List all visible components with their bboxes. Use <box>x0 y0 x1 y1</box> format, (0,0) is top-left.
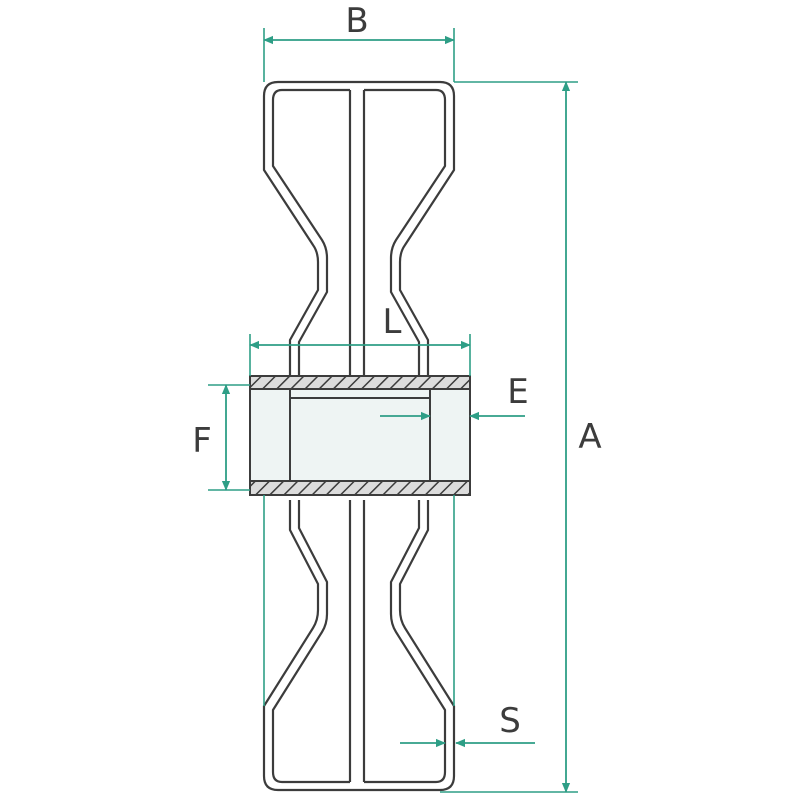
dimension-lines <box>221 35 571 793</box>
wheel-upper-right-outer <box>357 80 456 376</box>
label-s: S <box>499 701 521 741</box>
wheel-upper-right-inner <box>364 88 447 376</box>
label-a: A <box>578 417 601 457</box>
wheel-upper-left-inner <box>271 88 350 376</box>
wheel-upper-left-outer <box>262 80 357 376</box>
label-f: F <box>192 421 212 461</box>
hub-section <box>249 375 471 496</box>
wheel-lower-right-outer <box>357 500 456 792</box>
label-e: E <box>507 372 528 412</box>
wheel-lower-left-outer <box>262 500 357 792</box>
wheel-lower-right-inner <box>364 500 447 784</box>
hub-bottom-wall <box>249 480 471 496</box>
label-b: B <box>345 1 368 41</box>
wheel-lower-left-inner <box>271 500 350 784</box>
hub-bore <box>250 389 470 481</box>
label-l: L <box>383 302 402 342</box>
wheel-body <box>262 80 456 792</box>
hub-top-wall <box>249 375 471 390</box>
hub-outline <box>249 375 471 496</box>
dimension-labels: B L A E F S <box>192 1 601 741</box>
